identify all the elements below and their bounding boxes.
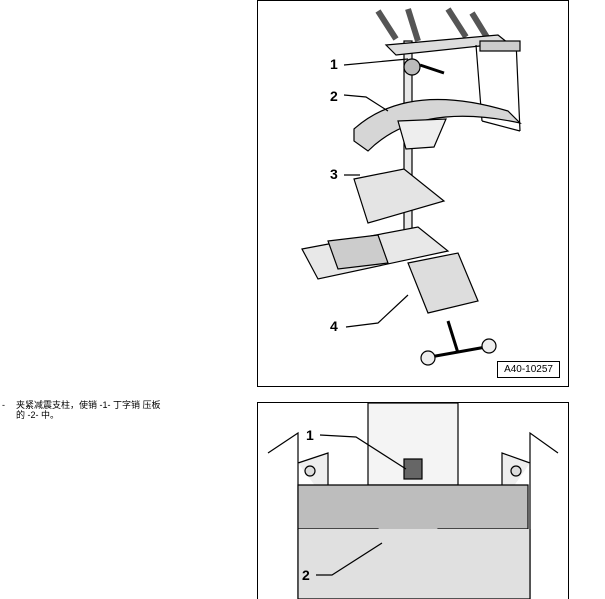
spring-compressor-illustration: 1 2 3 4 — [301, 7, 522, 366]
callout-3: 3 — [330, 166, 338, 182]
figure-reference-code: A40-10257 — [497, 361, 560, 378]
callout-1: 1 — [330, 56, 338, 72]
callout-1: 1 — [306, 427, 314, 443]
instruction-line-2: 的 -2- 中。 — [16, 410, 60, 420]
figure-spring-compressor: 1 2 3 4 A40-10257 — [257, 0, 569, 387]
instruction-line-1: 夹紧减震支柱，使销 -1- 丁字销 压板 — [16, 400, 161, 410]
step-dash: - — [2, 400, 5, 410]
callout-4: 4 — [330, 318, 338, 334]
callout-2: 2 — [330, 88, 338, 104]
figure-pin-in-plate: 1 2 — [257, 402, 569, 599]
callout-2: 2 — [302, 567, 310, 583]
pin-plate-illustration: 1 2 — [267, 403, 559, 599]
